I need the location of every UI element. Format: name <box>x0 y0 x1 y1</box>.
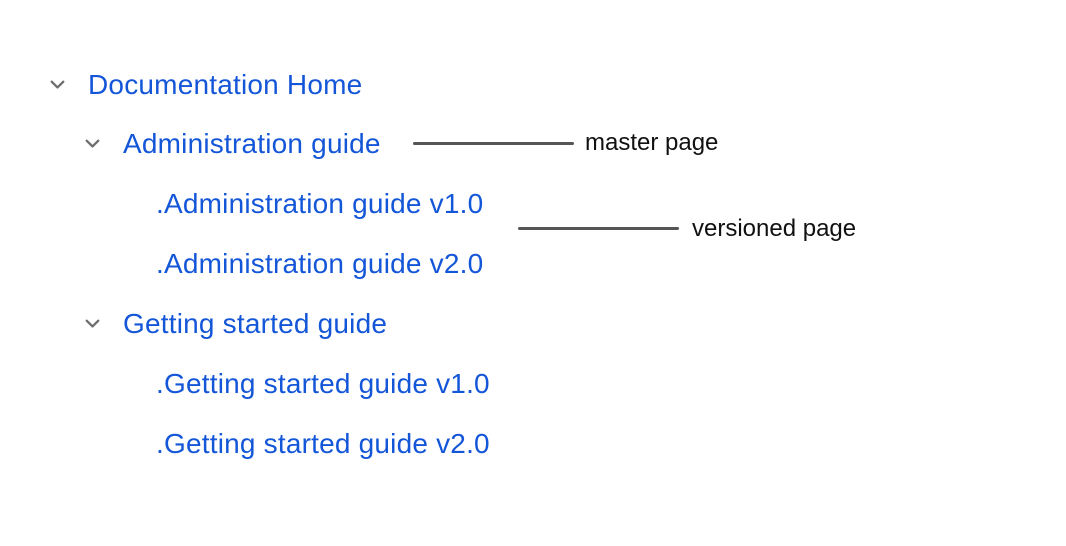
tree-link-getting-started-guide-v1[interactable]: .Getting started guide v1.0 <box>156 368 490 399</box>
tree-row-getting-started-guide-v1: .Getting started guide v1.0 <box>156 366 490 402</box>
versioned-page-callout-line <box>518 227 679 230</box>
versioned-page-annotation: versioned page <box>692 215 857 242</box>
master-page-annotation: master page <box>585 129 719 156</box>
master-page-callout-line <box>413 142 574 145</box>
tree-link-administration-guide-v2[interactable]: .Administration guide v2.0 <box>156 248 484 279</box>
tree-row-documentation-home: Documentation Home <box>50 67 362 103</box>
tree-link-getting-started-guide-v2[interactable]: .Getting started guide v2.0 <box>156 428 490 459</box>
tree-link-documentation-home[interactable]: Documentation Home <box>88 69 363 100</box>
tree-row-administration-guide: Administration guide <box>85 126 381 162</box>
tree-link-getting-started-guide[interactable]: Getting started guide <box>123 308 388 339</box>
chevron-down-icon[interactable] <box>85 139 100 149</box>
tree-row-getting-started-guide: Getting started guide <box>85 306 387 342</box>
tree-row-administration-guide-v1: .Administration guide v1.0 <box>156 186 483 222</box>
chevron-down-icon[interactable] <box>85 319 100 329</box>
tree-link-administration-guide[interactable]: Administration guide <box>123 128 381 159</box>
chevron-down-icon[interactable] <box>50 80 65 90</box>
tree-row-administration-guide-v2: .Administration guide v2.0 <box>156 246 483 282</box>
tree-link-administration-guide-v1[interactable]: .Administration guide v1.0 <box>156 188 484 219</box>
tree-row-getting-started-guide-v2: .Getting started guide v2.0 <box>156 426 490 462</box>
